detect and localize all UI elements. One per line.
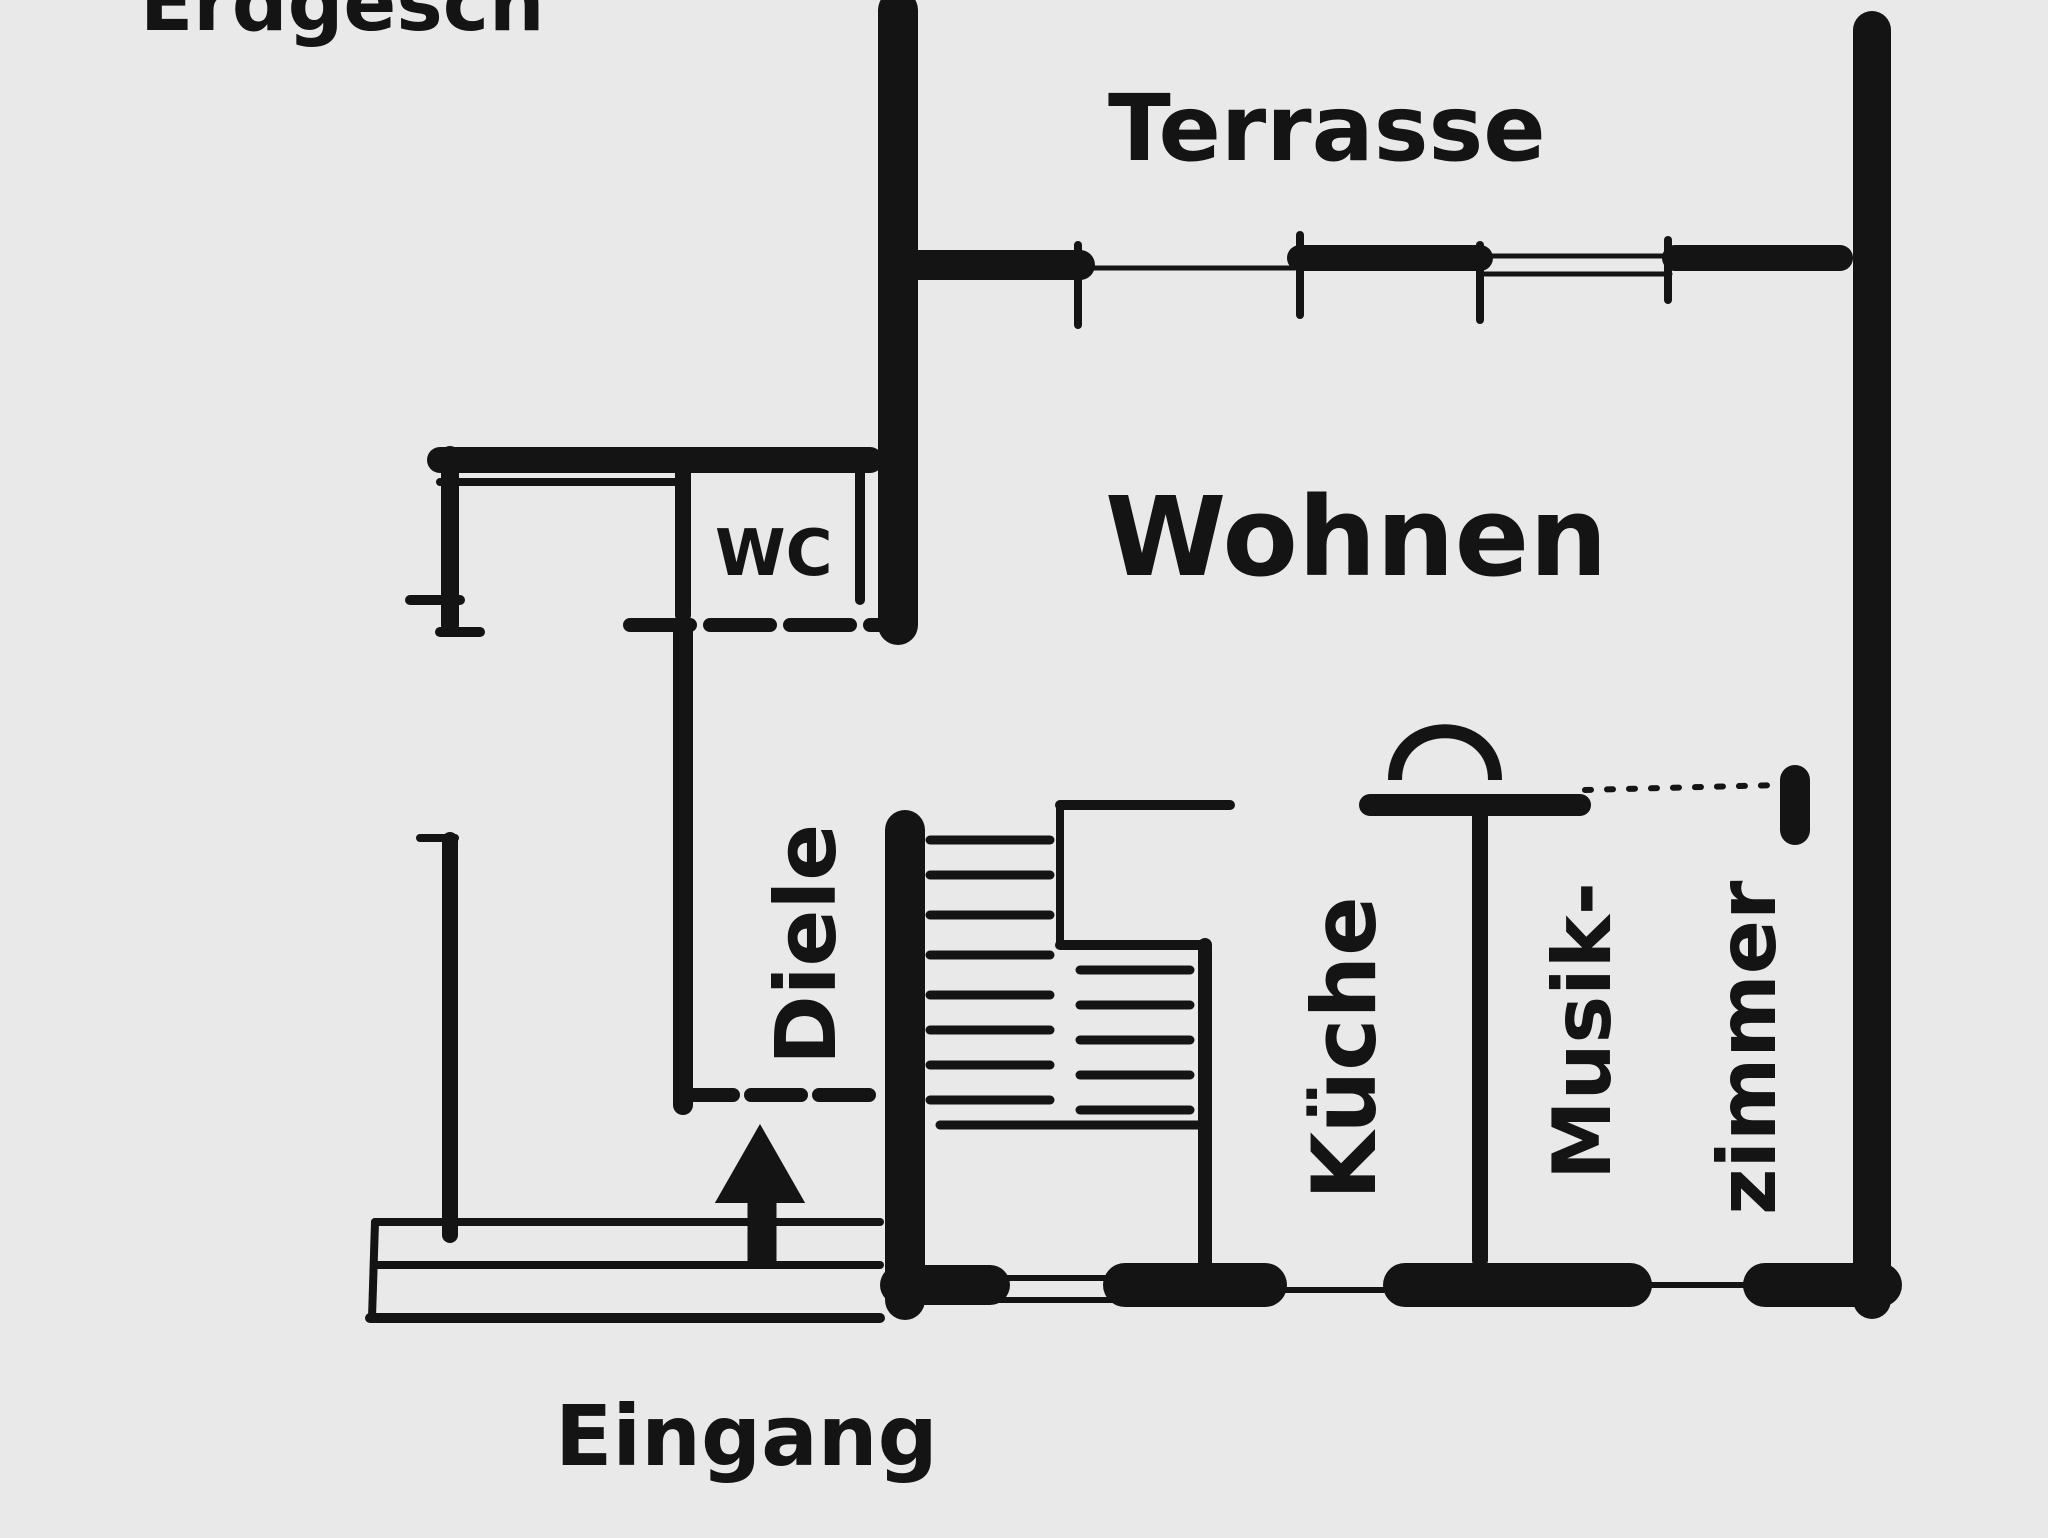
- label-music-line1: Musik-: [1536, 882, 1629, 1180]
- label-kitchen: Küche: [1293, 896, 1396, 1200]
- label-entrance: Eingang: [555, 1387, 938, 1485]
- label-music-line2: zimmer: [1701, 880, 1794, 1215]
- label-terrace: Terrasse: [1108, 75, 1546, 182]
- label-living: Wohnen: [1105, 473, 1608, 601]
- stair-treads: [925, 835, 1205, 1130]
- table-symbol: [1388, 724, 1502, 781]
- heading-partial: Erdgesch: [140, 0, 545, 49]
- dotted-opening: [1582, 782, 1783, 793]
- label-hall: Diele: [757, 824, 855, 1065]
- step-left-edge: [368, 1218, 379, 1322]
- label-wc: WC: [715, 517, 833, 591]
- arrow-up-icon: [714, 1123, 806, 1266]
- walls: [365, 0, 1902, 1323]
